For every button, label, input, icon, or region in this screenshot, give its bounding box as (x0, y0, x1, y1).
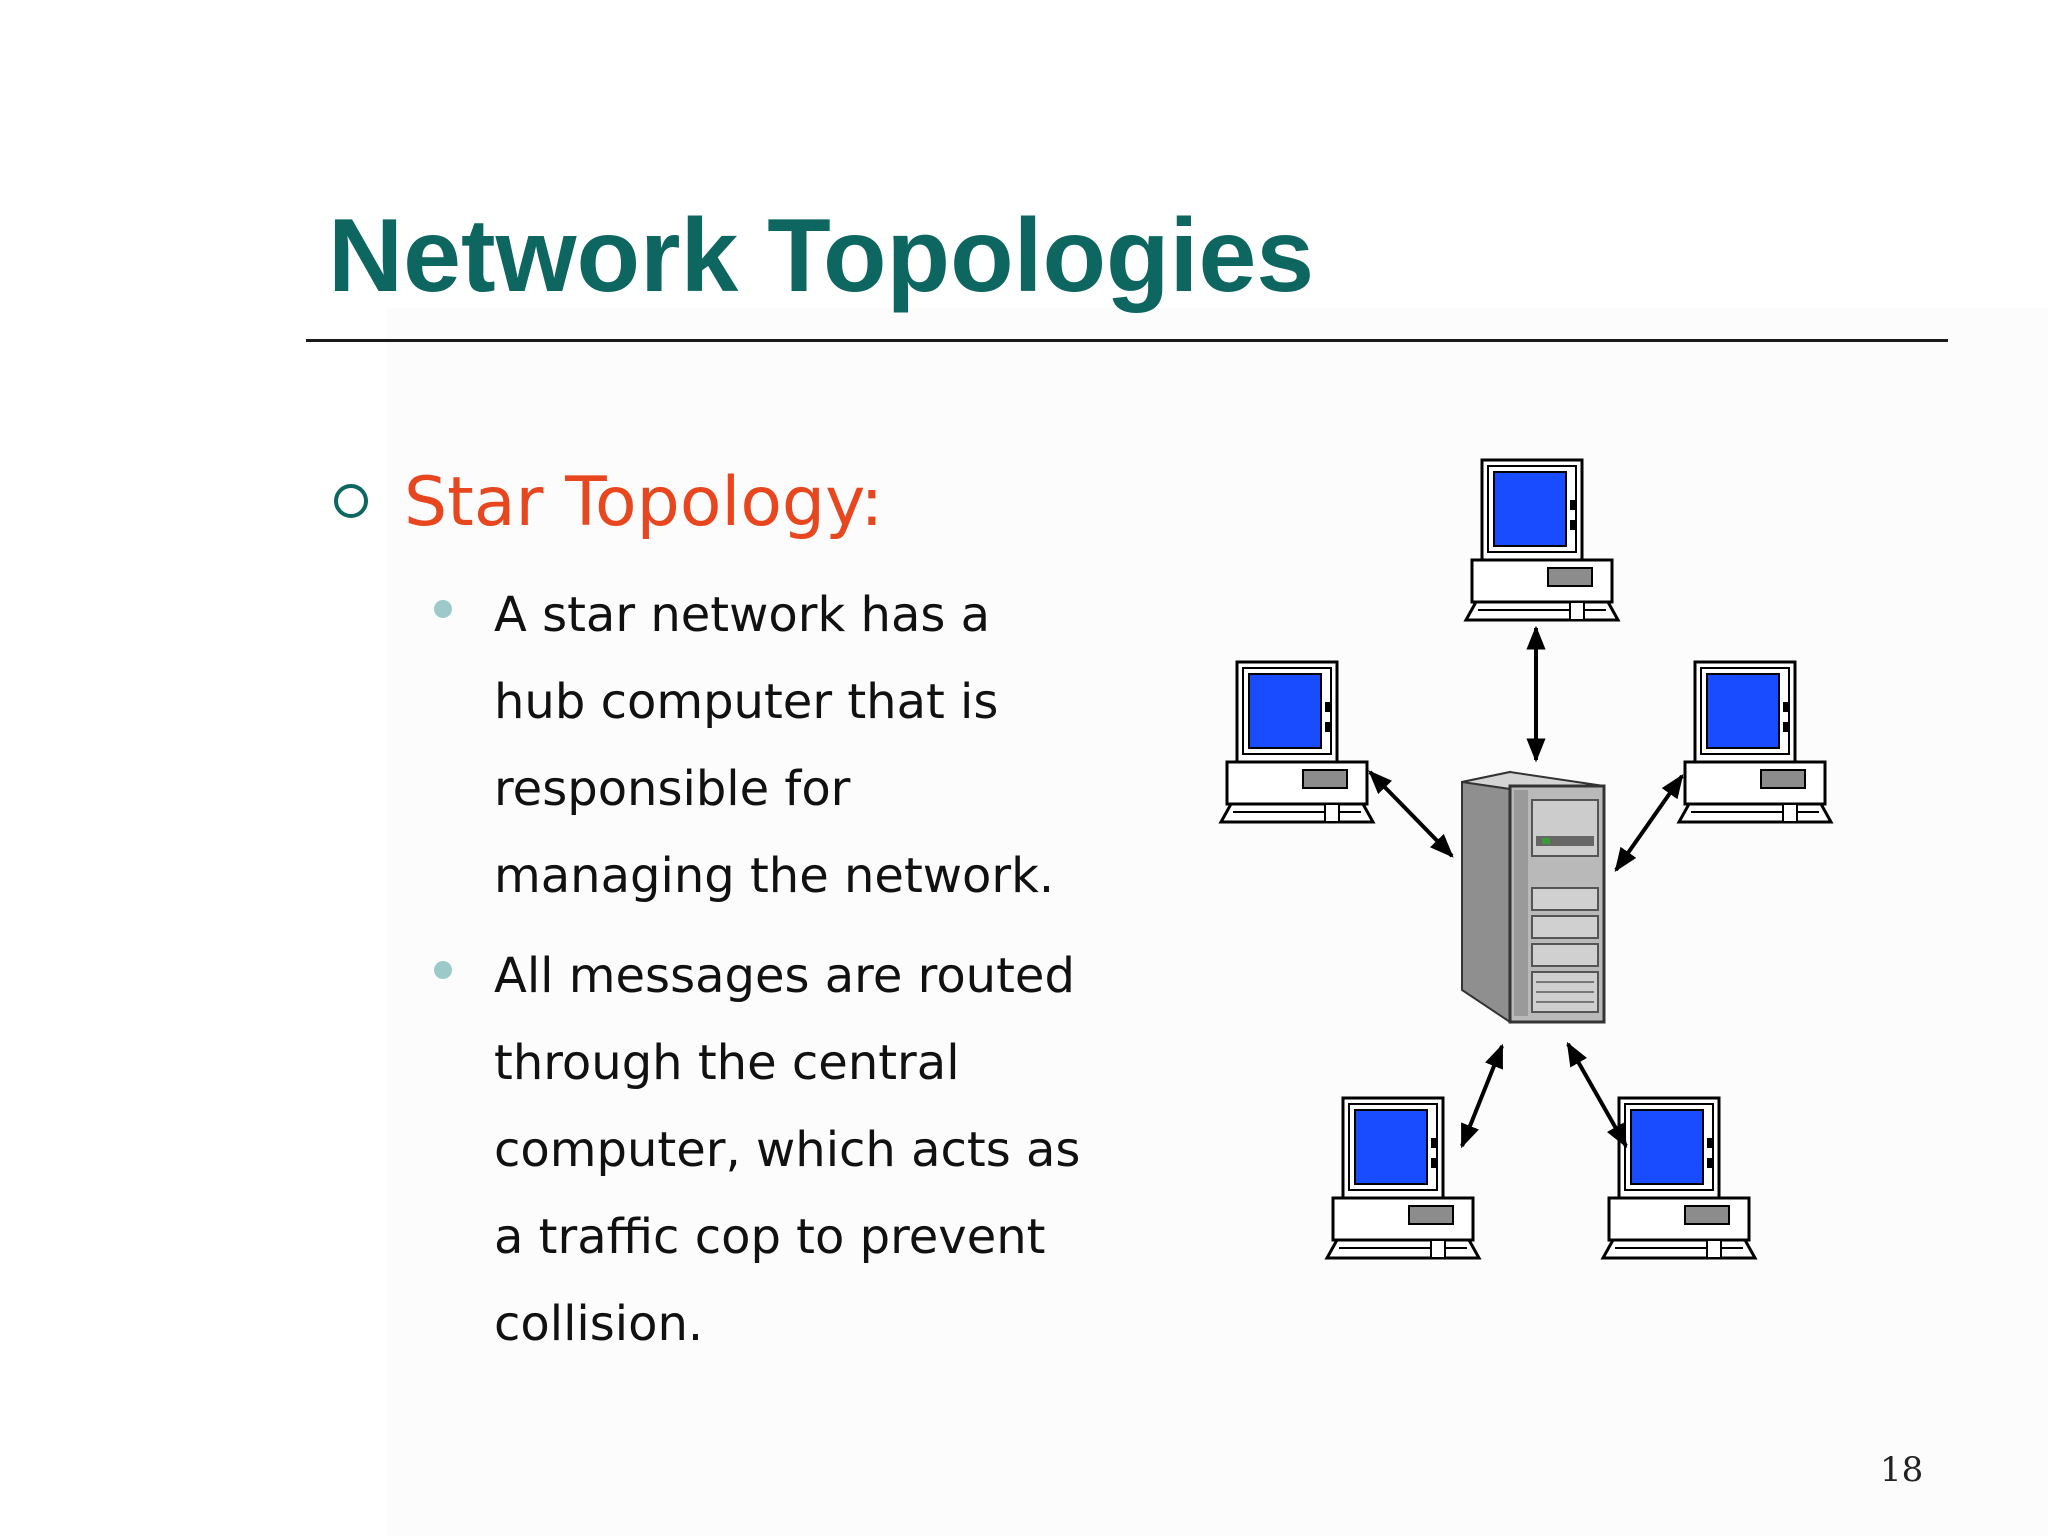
desktop-computer-icon (1601, 1096, 1757, 1260)
bullet-2-line-3: computer, which acts as (494, 1122, 1081, 1178)
hollow-circle-bullet-icon (334, 484, 368, 518)
slide-title: Network Topologies (328, 198, 1315, 314)
desktop-computer-icon (1677, 660, 1833, 824)
title-divider (306, 339, 1948, 342)
page-number: 18 (1880, 1450, 1924, 1490)
bullet-2-line-4: a traffic cop to prevent (494, 1209, 1046, 1265)
bullet-1-line-3: responsible for (494, 761, 851, 817)
bullet-2-line-1: All messages are routed (494, 948, 1075, 1004)
double-arrow-icon (1614, 774, 1684, 872)
topic-heading: Star Topology: (404, 463, 884, 542)
bullet-dot-icon (434, 961, 452, 979)
star-topology-diagram (1219, 458, 1833, 1260)
desktop-computer-icon (1325, 1096, 1481, 1260)
bullet-dot-icon (434, 600, 452, 618)
bullet-text-1: A star network has a hub computer that i… (494, 572, 1194, 920)
desktop-computer-icon (1219, 660, 1375, 824)
double-arrow-icon (1566, 1041, 1628, 1149)
bullet-text-2: All messages are routed through the cent… (494, 933, 1194, 1368)
bullet-1-line-1: A star network has a (494, 587, 991, 643)
bullet-2-line-5: collision. (494, 1296, 704, 1352)
content-background (386, 308, 2048, 1536)
desktop-computer-icon (1464, 458, 1620, 622)
bullet-1-line-2: hub computer that is (494, 674, 999, 730)
double-arrow-icon (1368, 770, 1454, 858)
bullet-1-line-4: managing the network. (494, 848, 1055, 904)
server-tower-icon (1461, 770, 1606, 1024)
bullet-2-line-2: through the central (494, 1035, 960, 1091)
double-arrow-icon (1460, 1043, 1504, 1149)
